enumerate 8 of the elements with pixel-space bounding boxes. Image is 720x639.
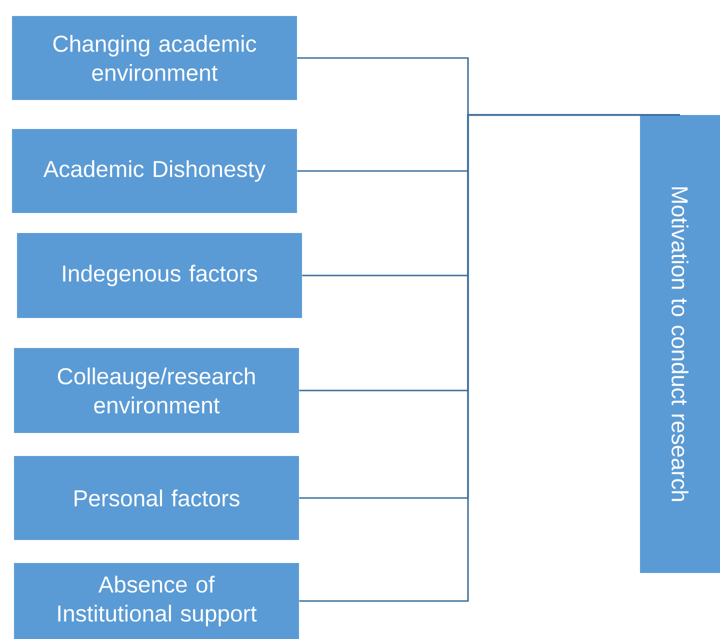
process-box: Absence of Institutional support [14,563,299,639]
process-box: Colleauge/research environment [14,348,299,433]
process-box: Indegenous factors [17,233,302,318]
process-box: Academic Dishonesty [12,129,297,213]
process-box: Changing academic environment [12,16,297,100]
process-box: Personal factors [14,456,299,540]
process-box: Motivation to conduct research [640,115,720,573]
connector [299,114,680,602]
